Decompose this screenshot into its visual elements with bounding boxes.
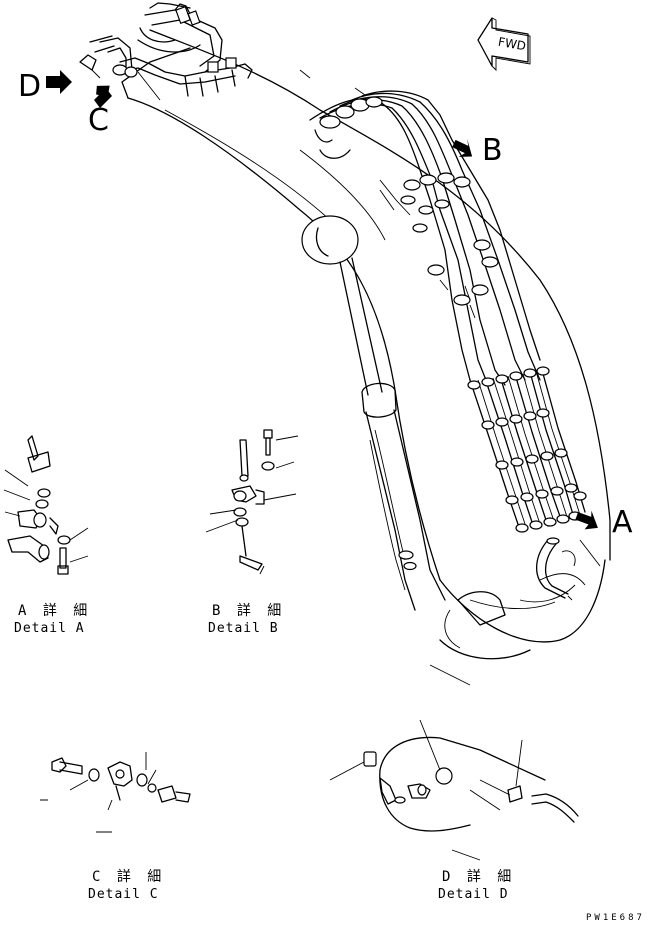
view-label-a: A bbox=[612, 505, 633, 540]
view-arrow-b-icon bbox=[452, 138, 473, 157]
view-label-c: C bbox=[88, 103, 109, 138]
view-label-b: B bbox=[482, 133, 503, 168]
arm-end-piping bbox=[79, 2, 253, 101]
detail-b-drawing bbox=[205, 429, 299, 575]
detail-d-caption-en: Detail D bbox=[438, 887, 509, 902]
view-label-d: D bbox=[18, 69, 42, 104]
detail-b-caption-jp: B 詳 細 bbox=[212, 603, 286, 619]
boom-outline bbox=[121, 29, 611, 686]
boom-cylinder bbox=[301, 215, 446, 611]
detail-d-drawing bbox=[329, 719, 579, 861]
detail-a-caption-en: Detail A bbox=[14, 621, 85, 636]
detail-c-caption-jp: C 詳 細 bbox=[92, 869, 166, 885]
view-arrow-c-icon bbox=[94, 85, 112, 108]
boom-pipe-bundle bbox=[299, 69, 601, 601]
detail-b-caption-en: Detail B bbox=[208, 621, 279, 636]
detail-d-caption-jp: D 詳 細 bbox=[442, 869, 516, 885]
detail-a-caption-jp: A 詳 細 bbox=[18, 603, 92, 619]
detail-c-caption-en: Detail C bbox=[88, 887, 159, 902]
detail-a-drawing bbox=[3, 435, 89, 575]
drawing-code: PW1E687 bbox=[586, 913, 645, 923]
bundle-clamp-row bbox=[467, 366, 587, 533]
detail-c-drawing bbox=[40, 752, 191, 833]
view-arrow-a-icon bbox=[575, 510, 598, 530]
fwd-arrow-icon bbox=[477, 17, 531, 72]
view-arrow-d-icon bbox=[46, 70, 72, 94]
